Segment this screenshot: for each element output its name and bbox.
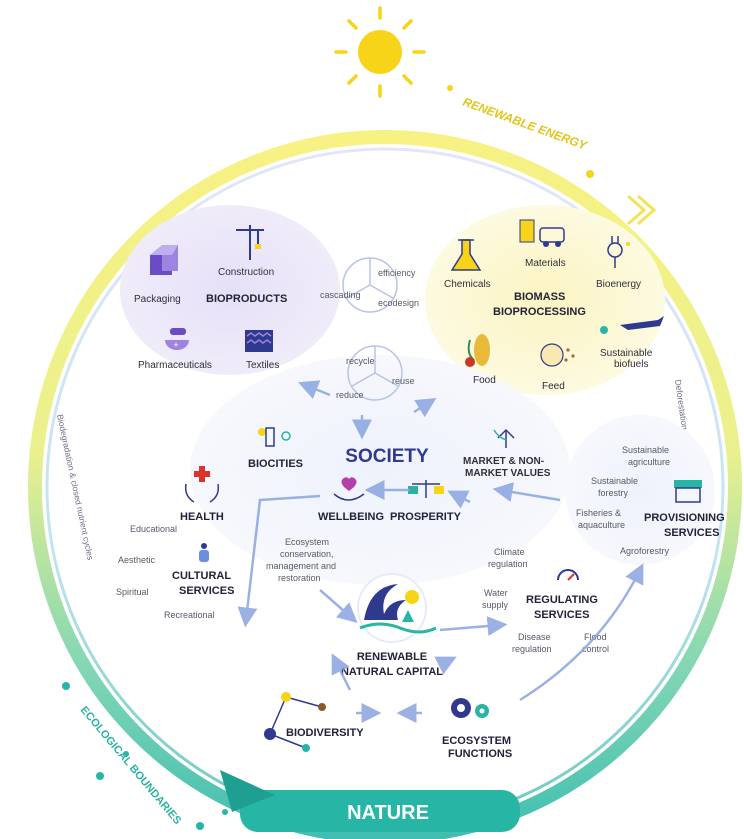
market-stall-icon [674, 480, 702, 503]
materials-icon [519, 219, 565, 247]
biomass-title-1: BIOMASS [514, 291, 565, 303]
market-label-1: MARKET & NON- [463, 456, 544, 467]
corn-icon [465, 334, 490, 367]
climate-label-2: regulation [488, 559, 528, 569]
conservation-line-2: conservation, [280, 549, 334, 559]
climate-label-1: Climate [494, 547, 525, 557]
spiritual-label: Spiritual [116, 587, 149, 597]
capital-label-1: RENEWABLE [357, 651, 427, 663]
wave-icon [357, 573, 437, 643]
recycle-label: recycle [346, 356, 375, 366]
flask-icon [450, 239, 482, 271]
ecodesign-label: ecodesign [378, 298, 419, 308]
nature-band [220, 770, 520, 832]
fisheries-label-1: Fisheries & [576, 508, 621, 518]
bioenergy-label: Bioenergy [596, 279, 641, 290]
flood-label-2: control [582, 644, 609, 654]
plug-icon [607, 236, 630, 268]
ecosystem-functions-2: FUNCTIONS [448, 748, 512, 760]
materials-label: Materials [525, 258, 566, 269]
gauge-icon [557, 569, 579, 581]
market-label-2: MARKET VALUES [465, 468, 551, 479]
person-icon [199, 543, 209, 562]
disease-label-2: regulation [512, 644, 552, 654]
growth-icon [493, 428, 515, 448]
efficiency-cycle [342, 257, 398, 313]
textiles-label: Textiles [246, 360, 279, 371]
biocities-icon [258, 427, 291, 447]
agriculture-label-2: agriculture [628, 457, 670, 467]
reuse-label: reuse [392, 376, 415, 386]
recreational-label: Recreational [164, 610, 215, 620]
health-label: HEALTH [180, 511, 224, 523]
agroforestry-label: Agroforestry [620, 546, 670, 556]
reduce-label: reduce [336, 390, 364, 400]
flow-arrows [237, 380, 644, 723]
biofuels-label-1: Sustainable [600, 348, 653, 359]
bioproducts-blob [120, 205, 340, 375]
packaging-icon [150, 245, 178, 275]
feed-label: Feed [542, 381, 565, 392]
textiles-icon [245, 330, 273, 352]
society-blob [190, 355, 570, 585]
disease-label-1: Disease [518, 632, 551, 642]
prosperity-label: PROSPERITY [390, 511, 462, 523]
provisioning-blob [565, 415, 715, 565]
forestry-label-2: forestry [598, 488, 629, 498]
conservation-line-4: restoration [278, 573, 321, 583]
society-title: SOCIETY [345, 446, 429, 467]
efficiency-label: efficiency [378, 268, 416, 278]
capital-label-2: NATURAL CAPITAL [341, 666, 443, 678]
teal-dots [62, 682, 228, 830]
biocities-label: BIOCITIES [248, 458, 303, 470]
chemicals-label: Chemicals [444, 279, 491, 290]
wellbeing-label: WELLBEING [318, 511, 384, 523]
crane-icon [236, 225, 264, 260]
educational-label: Educational [130, 524, 177, 534]
aesthetic-label: Aesthetic [118, 555, 156, 565]
bioproducts-title: BIOPRODUCTS [206, 293, 287, 305]
gear-icon [451, 698, 489, 718]
construction-label: Construction [218, 267, 274, 278]
food-label: Food [473, 375, 496, 386]
scale-icon [408, 480, 444, 498]
regulating-title-1: REGULATING [526, 594, 598, 606]
chicken-icon [540, 343, 575, 367]
biofuels-label-2: biofuels [614, 359, 648, 370]
plane-icon [600, 316, 664, 334]
network-icon [264, 692, 326, 752]
agriculture-label-1: Sustainable [622, 445, 669, 455]
biodiversity-label: BIODIVERSITY [286, 727, 364, 739]
health-icon [184, 466, 220, 503]
provisioning-title-1: PROVISIONING [644, 512, 725, 524]
cultural-title-2: SERVICES [179, 585, 234, 597]
chevron-icon [627, 194, 657, 226]
regulating-title-2: SERVICES [534, 609, 589, 621]
conservation-line-1: Ecosystem [285, 537, 329, 547]
biomass-title-2: BIOPROCESSING [493, 306, 586, 318]
water-label-1: Water [484, 588, 508, 598]
packaging-label: Packaging [134, 294, 181, 305]
water-label-2: supply [482, 600, 509, 610]
cultural-title-1: CULTURAL [172, 570, 231, 582]
biodegradation-label: Biodegradation & closed nutrient cycles [55, 413, 96, 561]
pharmaceuticals-label: Pharmaceuticals [138, 360, 212, 371]
sun-icon [334, 6, 594, 178]
pharmaceuticals-icon: + [165, 328, 189, 350]
svg-text:+: + [173, 340, 178, 350]
nature-label: NATURE [347, 802, 429, 824]
heart-hands-icon [333, 477, 365, 501]
fisheries-label-2: aquaculture [578, 520, 625, 530]
ecosystem-functions-1: ECOSYSTEM [442, 735, 511, 747]
provisioning-title-2: SERVICES [664, 527, 719, 539]
conservation-line-3: management and [266, 561, 336, 571]
recycle-cycle [347, 345, 403, 401]
forestry-label-1: Sustainable [591, 476, 638, 486]
cascading-label: cascading [320, 290, 361, 300]
